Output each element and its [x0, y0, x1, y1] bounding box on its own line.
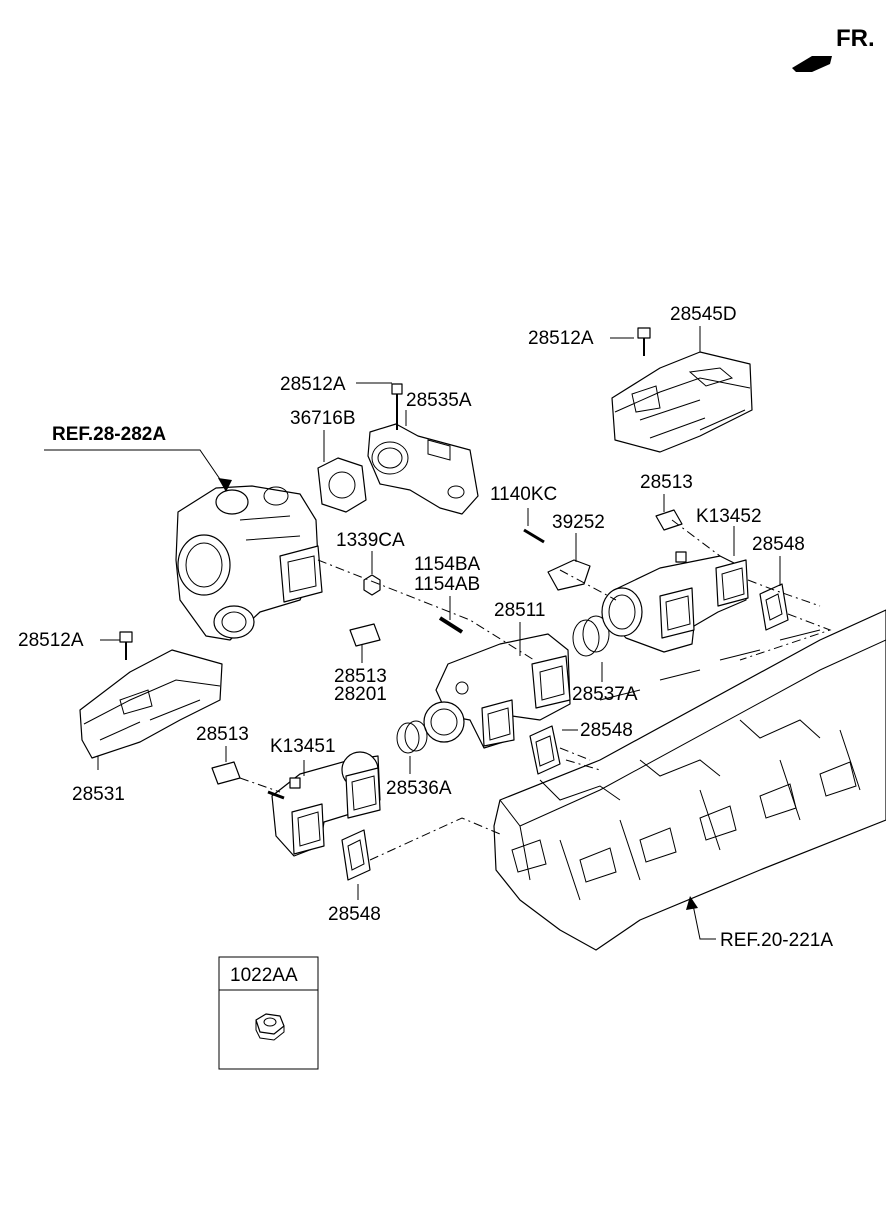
alignment-lines: [239, 519, 832, 861]
legend-box-1022aa: 1022AA: [218, 956, 319, 1070]
label-28512a-top: 28512A: [528, 328, 594, 349]
leader-lines: [44, 326, 781, 940]
heat-protector-upper: [611, 351, 753, 453]
bracket-39252: [547, 559, 591, 591]
turbo-ref-label[interactable]: REF.28-282A: [52, 424, 166, 445]
label-36716b: 36716B: [290, 408, 356, 429]
label-k13452: K13452: [696, 506, 762, 527]
manifold-center-28511: [423, 633, 571, 749]
head-ref-label[interactable]: REF.20-221A: [720, 930, 833, 951]
manifold-left: [267, 751, 381, 857]
gasket-28548-center: [529, 725, 561, 775]
turbo-ref-arrow-icon: [218, 478, 232, 492]
gasket-36716b: [317, 457, 367, 513]
hex-nut-icon: [255, 1013, 285, 1041]
front-label: FR.: [836, 25, 875, 52]
label-28535a: 28535A: [406, 390, 472, 411]
nut-1339ca: [363, 574, 381, 596]
bolt-28512a-top: [637, 327, 651, 356]
label-28545d: 28545D: [670, 304, 737, 325]
seal-rings-28536a: [396, 720, 428, 754]
manifold-right: [601, 551, 749, 653]
label-1154ab: 1154AB: [414, 574, 480, 595]
legend-part-number: 1022AA: [230, 965, 298, 986]
turbocharger: [175, 485, 323, 641]
gasket-28548-bottom: [341, 829, 371, 881]
label-28512a-mid: 28512A: [280, 374, 346, 395]
heat-protector-lower: [79, 631, 223, 759]
cylinder-head: [493, 609, 886, 951]
label-28511: 28511: [494, 600, 545, 621]
bolt-1140kc: [523, 528, 545, 544]
label-28548-bottom: 28548: [328, 904, 381, 925]
pin-28513-center: [349, 623, 381, 647]
label-28536a: 28536A: [386, 778, 452, 799]
label-28513-center: 28513: [334, 666, 387, 687]
front-direction-indicator: FR.: [792, 25, 875, 72]
label-28201: 28201: [334, 684, 387, 705]
label-28512a-left: 28512A: [18, 630, 84, 651]
label-28531: 28531: [72, 784, 125, 805]
label-28513-right: 28513: [640, 472, 693, 493]
stud-1154ba: [438, 616, 464, 634]
label-1339ca: 1339CA: [336, 530, 405, 551]
pin-28513-left: [211, 761, 241, 785]
seal-rings-28537a: [572, 615, 610, 657]
label-28513-left: 28513: [196, 724, 249, 745]
label-1154ba: 1154BA: [414, 554, 481, 575]
front-arrow-icon: [792, 56, 832, 72]
label-1140kc: 1140KC: [490, 484, 557, 505]
label-28537a: 28537A: [572, 684, 638, 705]
head-ref-arrow-icon: [686, 896, 698, 910]
elbow-28535a: [367, 383, 479, 515]
label-39252: 39252: [552, 512, 605, 533]
label-k13451: K13451: [270, 736, 336, 757]
label-28548-right: 28548: [752, 534, 805, 555]
gasket-28548-right: [759, 583, 789, 631]
label-28548-center: 28548: [580, 720, 633, 741]
pin-28513-right: [655, 509, 683, 531]
